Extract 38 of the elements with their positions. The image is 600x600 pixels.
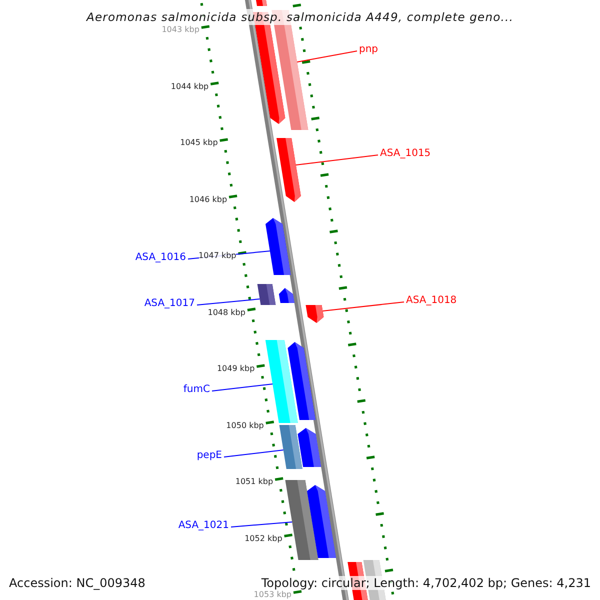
gene-feature-block [266,218,291,275]
leader-line [196,298,260,306]
gene-feature-block [278,288,294,303]
scale-label: 1045 kbp [180,139,218,147]
gene-feature-block [288,342,316,420]
scale-label: 1047 kbp [198,252,236,260]
gene-label: ASA_1017 [144,299,195,309]
scale-label: 1053 kbp [254,591,292,599]
gene-feature-block [255,0,267,6]
scale-label: 1043 kbp [162,26,200,34]
gene-feature-block [279,425,302,469]
genome-stats-text: Topology: circular; Length: 4,702,402 bp; Genes: 4,231 [261,576,591,590]
gene-feature-block [298,428,322,467]
gene-feature-block [306,305,324,323]
leader-line [295,154,378,166]
gene-feature-block [276,138,301,202]
gene-label: pnp [359,45,378,55]
gene-label: ASA_1018 [406,296,457,306]
gene-feature-block [307,485,336,558]
gene-label: ASA_1015 [380,149,431,159]
gene-label: ASA_1021 [178,521,229,531]
leader-line [212,384,274,392]
gene-label: pepE [196,451,222,461]
scale-label: 1050 kbp [226,422,264,430]
gene-label: fumC [183,385,210,395]
accession-text: Accession: NC_009348 [9,576,146,590]
scale-label: 1044 kbp [170,82,209,90]
map-title: Aeromonas salmonicida subsp. salmonicida A449, complete geno... [86,9,514,25]
leader-line [296,50,358,62]
gene-feature-block [257,284,276,305]
leader-line [230,522,293,528]
scale-label: 1048 kbp [208,308,246,316]
leader-line [322,302,404,312]
leader-line [224,450,284,458]
scale-label: 1046 kbp [189,196,228,204]
scale-label: 1049 kbp [216,365,255,373]
gene-label: ASA_1016 [135,253,186,263]
scale-label: 1051 kbp [235,478,274,486]
